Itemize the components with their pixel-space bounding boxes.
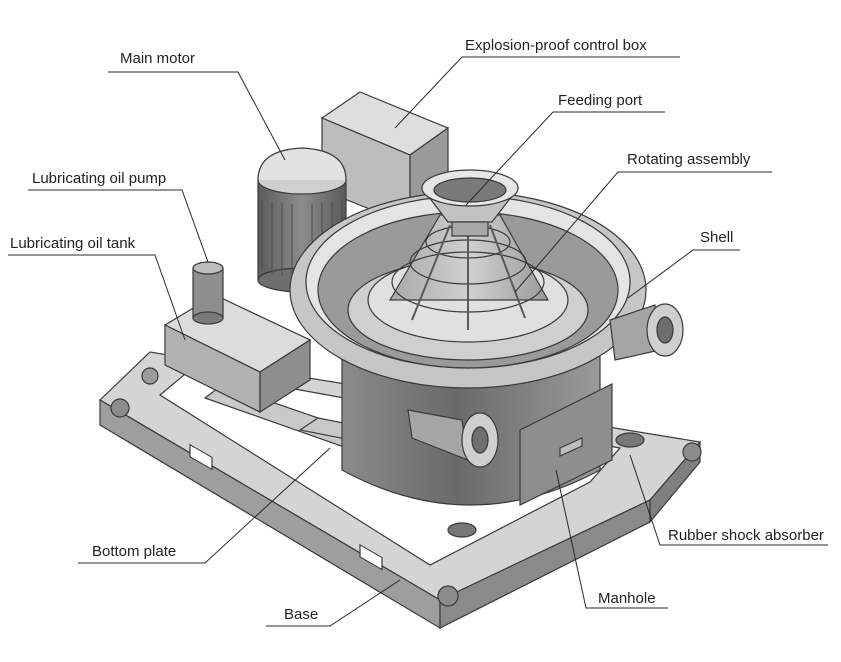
labels: Main motor Explosion-proof control box F… [10,37,824,623]
leader-lines [8,56,828,627]
rotating-assembly [347,214,589,361]
label-control-box: Explosion-proof control box [465,37,647,54]
label-lube-pump: Lubricating oil pump [32,170,166,187]
oil-pump [192,261,224,325]
label-main-motor: Main motor [120,50,195,67]
label-bottom-plate: Bottom plate [92,543,176,560]
label-base: Base [284,606,318,623]
label-manhole: Manhole [598,590,656,607]
label-lube-tank: Lubricating oil tank [10,235,136,252]
label-rubber-shock-absorber: Rubber shock absorber [668,527,824,544]
label-shell: Shell [700,229,733,246]
label-feeding-port: Feeding port [558,92,643,109]
feeding-port [420,169,520,237]
label-rotating-assembly: Rotating assembly [627,151,751,168]
manhole [519,383,613,506]
